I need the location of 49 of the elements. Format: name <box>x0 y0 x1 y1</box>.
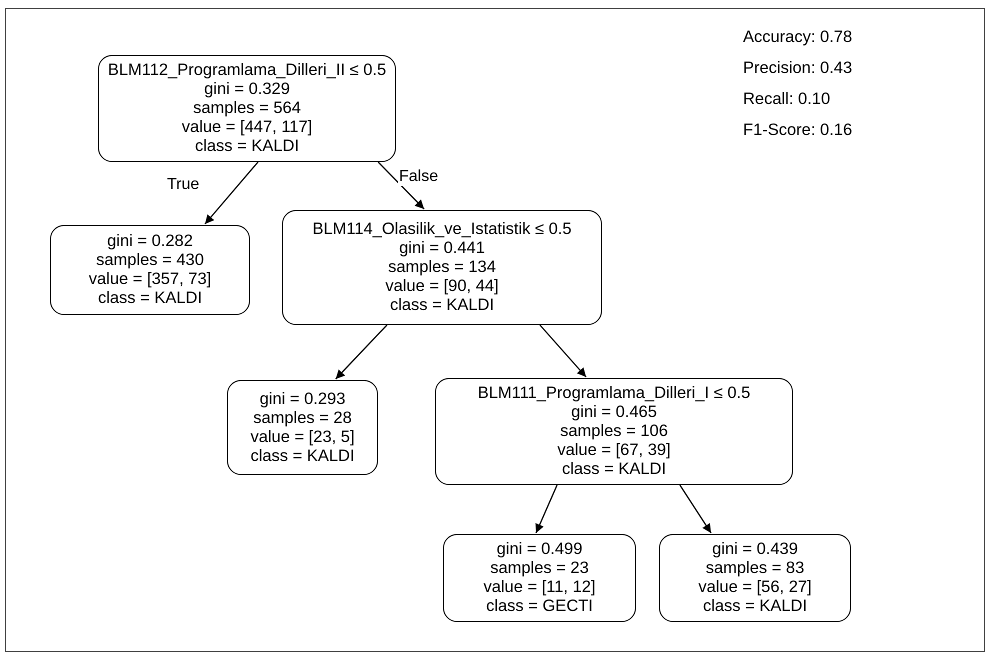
arrow <box>539 324 587 378</box>
node-text: class = KALDI <box>390 296 494 315</box>
metric-text: Accuracy: 0.78 <box>743 27 852 47</box>
node-text: value = [23, 5] <box>250 428 355 446</box>
node-text: class = GECTI <box>486 597 593 616</box>
node-text: class = KALDI <box>98 289 202 308</box>
arrow <box>679 484 712 534</box>
node-text: gini = 0.499 <box>496 540 582 559</box>
node-text: BLM114_Olasilik_ve_Istatistik ≤ 0.5 <box>312 220 572 239</box>
node-text: value = [11, 12] <box>483 578 596 597</box>
tree-node-box <box>659 534 851 622</box>
arrow <box>335 324 388 380</box>
node-text: class = KALDI <box>562 460 666 479</box>
node-text: class = KALDI <box>702 597 808 616</box>
arrow <box>535 484 558 534</box>
node-text: value = [67, 39] <box>557 441 671 460</box>
node-text: samples = 23 <box>490 559 589 578</box>
tree-node-box <box>443 534 636 622</box>
node-text: samples = 83 <box>706 559 804 578</box>
tree-node-box <box>435 378 793 485</box>
metric-text: Precision: 0.43 <box>743 58 852 78</box>
node-text: samples = 106 <box>560 422 668 441</box>
node-text: BLM112_Programlama_Dilleri_II ≤ 0.5 <box>108 61 386 80</box>
node-text: value = [357, 73] <box>88 270 212 289</box>
node-text: gini = 0.329 <box>204 80 290 99</box>
node-text: BLM111_Programlama_Dilleri_I ≤ 0.5 <box>478 384 750 403</box>
node-text: samples = 564 <box>193 99 301 118</box>
node-text: samples = 28 <box>253 408 352 428</box>
tree-node-box <box>282 210 602 325</box>
node-text: samples = 134 <box>388 258 496 277</box>
tree-node-box <box>227 380 378 475</box>
node-text: value = [447, 117] <box>182 118 312 137</box>
arrow <box>204 162 259 224</box>
node-text: gini = 0.293 <box>260 390 346 408</box>
node-text: gini = 0.441 <box>399 239 485 258</box>
metric-text: F1-Score: 0.16 <box>743 120 852 140</box>
node-text: value = [90, 44] <box>385 277 499 296</box>
node-text: value = [56, 27] <box>698 578 812 597</box>
node-text: class = KALDI <box>250 446 355 466</box>
node-text: gini = 0.465 <box>571 403 657 422</box>
edge-label: False <box>398 168 440 186</box>
node-text: gini = 0.282 <box>107 232 193 251</box>
tree-node-box <box>98 55 396 162</box>
node-text: class = KALDI <box>194 137 300 156</box>
tree-node-box <box>50 225 250 315</box>
node-text: samples = 430 <box>96 251 204 270</box>
arrow <box>378 162 425 210</box>
metric-text: Recall: 0.10 <box>743 89 832 109</box>
node-text: gini = 0.439 <box>712 540 798 559</box>
